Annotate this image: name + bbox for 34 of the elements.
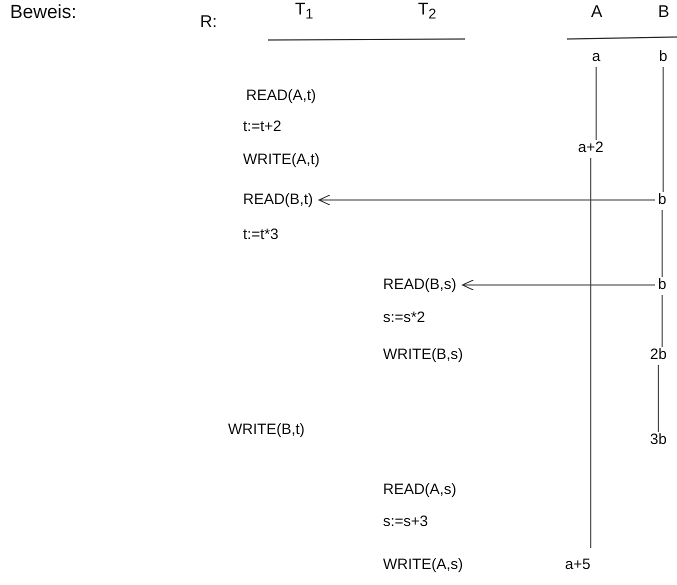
relation-label: R: bbox=[200, 13, 217, 31]
operation-text: READ(A,s) bbox=[383, 481, 456, 499]
operation-text: READ(A,t) bbox=[246, 87, 316, 105]
operation-text: WRITE(A,t) bbox=[243, 151, 320, 169]
column-header: T$_{2}$ bbox=[418, 0, 436, 24]
heading: Beweis: bbox=[10, 4, 77, 22]
arrow bbox=[462, 280, 656, 290]
connector-line bbox=[596, 66, 597, 140]
value-text: a bbox=[592, 48, 600, 66]
operation-text: s:=s*2 bbox=[383, 309, 426, 327]
column-header: T$_{1}$ bbox=[295, 0, 314, 24]
value-text: a+2 bbox=[578, 139, 604, 157]
value-text: 3b bbox=[650, 431, 667, 449]
connector-line bbox=[662, 294, 663, 348]
arrow bbox=[318, 194, 656, 206]
operation-text: t:=t*3 bbox=[243, 226, 278, 244]
connector-line bbox=[662, 66, 664, 192]
column-header: A bbox=[591, 3, 602, 21]
operation-text: WRITE(A,s) bbox=[383, 556, 463, 574]
connector-line bbox=[658, 364, 659, 432]
operation-text: WRITE(B,s) bbox=[383, 346, 463, 364]
connector-line bbox=[662, 210, 663, 278]
value-text: READ(B,s) bbox=[383, 276, 456, 294]
value-text: b bbox=[658, 276, 666, 294]
connector-line bbox=[590, 158, 592, 548]
operation-text: t:=t+2 bbox=[243, 118, 282, 136]
value-text: READ(B,t) bbox=[243, 191, 314, 209]
value-text: b bbox=[658, 191, 666, 209]
operation-text: WRITE(B,t) bbox=[228, 421, 305, 439]
value-text: a+5 bbox=[565, 556, 590, 574]
column-header: B bbox=[658, 3, 670, 21]
operation-text: s:=s+3 bbox=[383, 513, 428, 531]
value-text: b bbox=[659, 48, 668, 66]
value-text: 2b bbox=[650, 346, 667, 364]
